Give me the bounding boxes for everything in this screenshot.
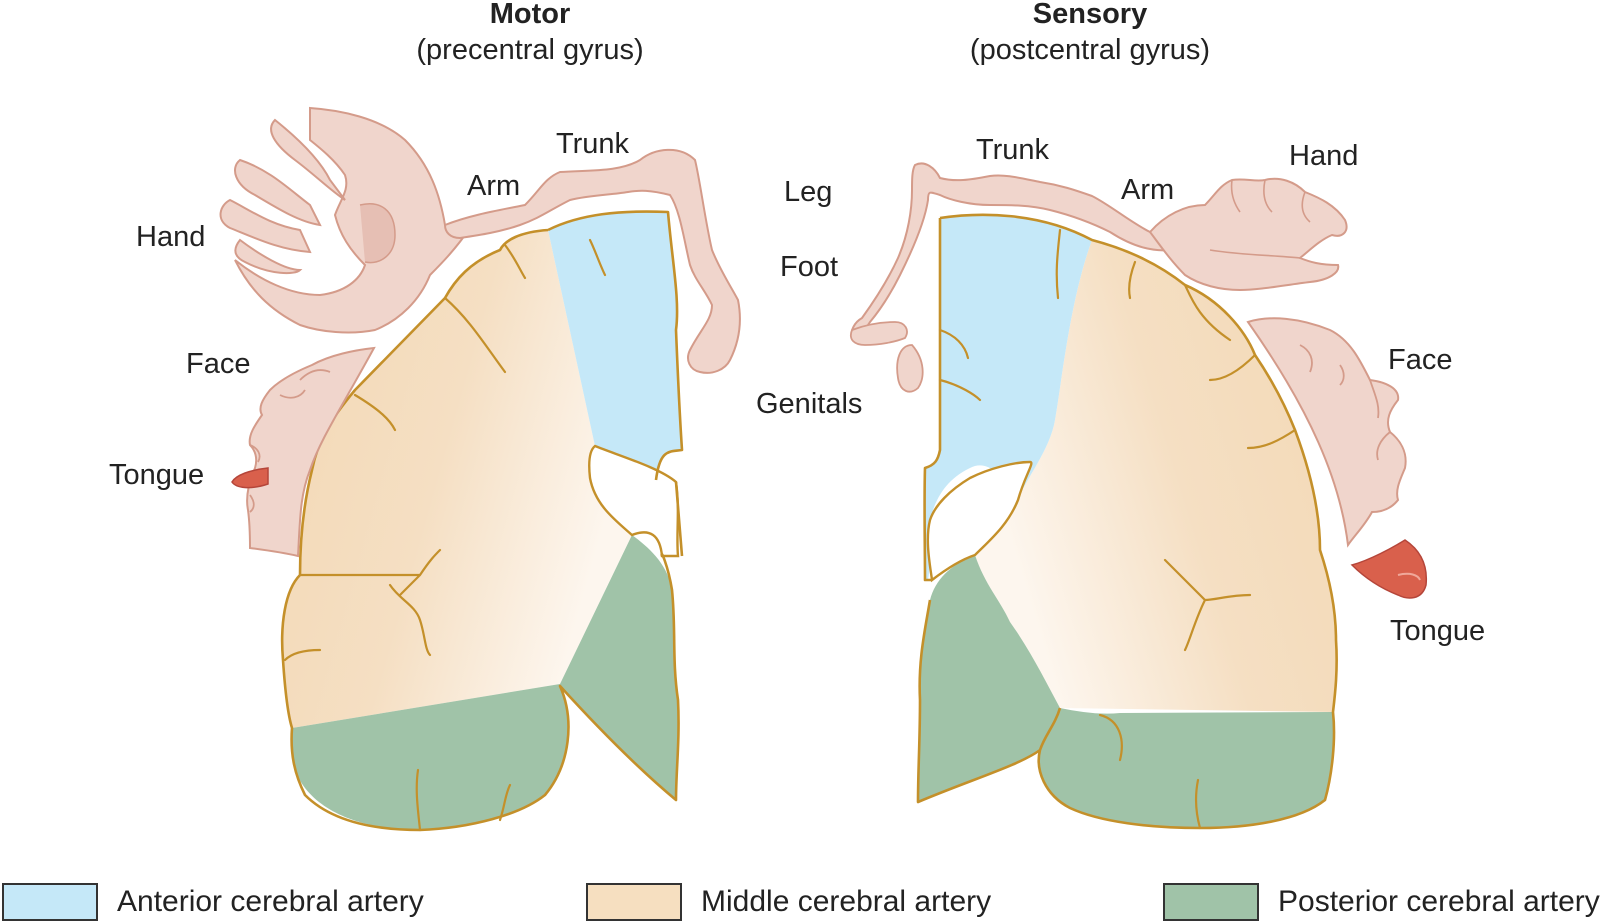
sensory-leg-trunk-arm-drawing <box>850 162 1211 340</box>
motor-tongue-drawing <box>231 467 269 489</box>
sensory-face-drawing <box>1246 317 1407 548</box>
motor-label-tongue: Tongue <box>109 459 205 491</box>
motor-label-face: Face <box>186 348 251 380</box>
motor-mca-region <box>282 230 632 728</box>
motor-homunculus <box>219 106 741 558</box>
motor-label-trunk: Trunk <box>556 128 630 160</box>
sensory-label-face: Face <box>1388 344 1453 376</box>
sensory-foot-drawing <box>850 321 908 346</box>
motor-sulci <box>283 238 607 832</box>
sensory-title: Sensory (postcentral gyrus) <box>945 0 1235 68</box>
sensory-sulci <box>938 228 1297 830</box>
sensory-label-hand: Hand <box>1289 140 1359 172</box>
motor-title: Motor (precentral gyrus) <box>390 0 670 68</box>
motor-pca-region <box>290 535 679 830</box>
legend-label-anterior: Anterior cerebral artery <box>117 885 424 918</box>
label-foot: Foot <box>780 251 839 283</box>
sensory-hand-drawing <box>1148 177 1348 292</box>
motor-subheading: (precentral gyrus) <box>416 34 644 66</box>
sensory-genitals-drawing <box>896 344 924 393</box>
motor-aca-region <box>548 211 682 481</box>
legend-label-middle: Middle cerebral artery <box>701 885 992 918</box>
motor-label-arm: Arm <box>467 170 521 202</box>
legend-label-posterior: Posterior cerebral artery <box>1278 885 1600 918</box>
motor-hand-drawing <box>219 106 473 334</box>
legend-swatch-middle <box>586 883 682 921</box>
sensory-label-arm: Arm <box>1121 174 1175 206</box>
motor-hemisphere <box>280 210 684 832</box>
sensory-homunculus <box>850 162 1428 599</box>
sensory-ventricle <box>926 460 1033 583</box>
sensory-heading: Sensory <box>1032 0 1148 30</box>
label-leg: Leg <box>784 176 833 208</box>
motor-heading: Motor <box>489 0 571 30</box>
legend-swatch-posterior <box>1163 883 1259 921</box>
sensory-outline <box>916 213 1338 830</box>
legend-swatch-anterior <box>2 883 98 921</box>
motor-arm-trunk-leg-drawing <box>443 148 741 374</box>
sensory-tongue-drawing <box>1350 539 1428 599</box>
sensory-hemisphere <box>916 213 1338 830</box>
sensory-label-trunk: Trunk <box>976 134 1050 166</box>
sensory-subheading: (postcentral gyrus) <box>969 34 1211 66</box>
sensory-aca-region <box>924 214 1092 581</box>
label-genitals: Genitals <box>756 388 863 420</box>
motor-label-hand: Hand <box>136 221 206 253</box>
sensory-label-tongue: Tongue <box>1390 615 1486 647</box>
